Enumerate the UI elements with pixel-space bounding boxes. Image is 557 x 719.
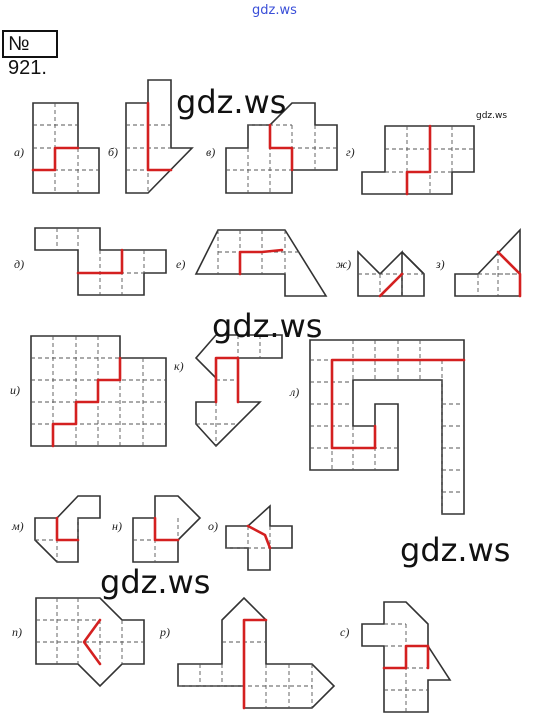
figure-m	[34, 495, 101, 563]
watermark: gdz.ws	[400, 531, 511, 569]
figure-k	[194, 334, 283, 448]
figure-label: о)	[208, 519, 218, 533]
figure-d	[34, 227, 167, 296]
figure-label: с)	[340, 625, 349, 639]
figure-p	[35, 597, 145, 688]
figure-label: а)	[14, 145, 24, 159]
figure-label: б)	[108, 145, 118, 159]
figure-n	[132, 495, 202, 563]
figure-label: к)	[174, 359, 184, 373]
figure-label: р)	[159, 625, 170, 639]
figure-g	[361, 124, 475, 196]
figure-label: в)	[206, 145, 215, 159]
figure-r	[177, 596, 336, 710]
figure-label: п)	[12, 625, 22, 639]
figure-v	[225, 102, 338, 194]
figure-label: н)	[112, 519, 122, 533]
figure-label: е)	[176, 257, 185, 271]
figure-label: з)	[435, 257, 445, 271]
watermark: gdz.ws	[176, 83, 287, 121]
figure-label: и)	[10, 383, 20, 397]
problem-number: № 921.	[2, 30, 58, 79]
figure-s	[361, 601, 452, 713]
figure-a	[31, 102, 100, 194]
figure-b	[125, 79, 194, 194]
watermark: gdz.ws	[212, 307, 323, 345]
figure-label: м)	[11, 519, 24, 533]
watermark-top: gdz.ws	[252, 3, 297, 18]
figure-e	[194, 229, 328, 297]
figure-o	[225, 504, 293, 571]
watermark: gdz.ws	[100, 563, 211, 601]
figure-z	[454, 228, 522, 298]
figure-label: ж)	[336, 257, 351, 271]
figure-label: г)	[346, 145, 355, 159]
figure-label: д)	[14, 257, 24, 271]
figure-label: л)	[289, 385, 299, 399]
figure-zh	[357, 250, 425, 298]
figure-l	[309, 339, 466, 515]
watermark-small: gdz.ws	[476, 111, 508, 121]
figure-i	[30, 335, 167, 448]
